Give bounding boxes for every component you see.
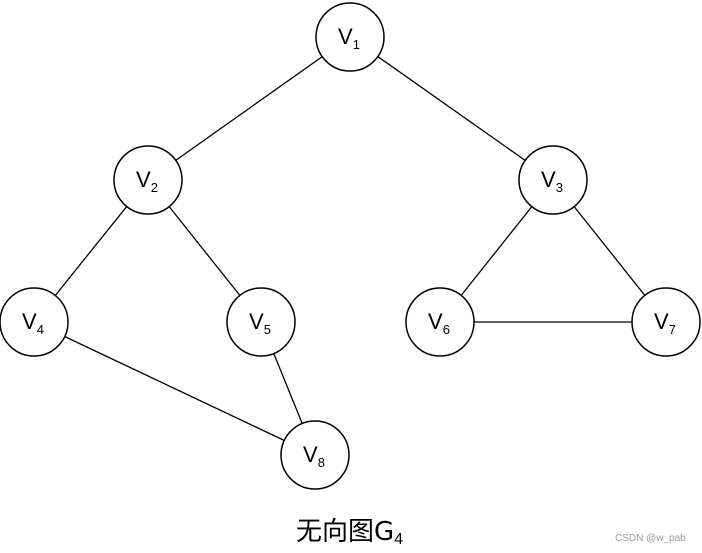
node-label-letter: V — [136, 167, 151, 192]
node-circle — [280, 420, 350, 490]
node-label-subscript: 7 — [669, 322, 676, 337]
node-circle — [113, 145, 183, 215]
node-label: V3 — [541, 167, 563, 195]
node-label-letter: V — [22, 309, 37, 334]
node-label: V1 — [338, 24, 360, 52]
node-label-subscript: 4 — [37, 322, 44, 337]
node-label-letter: V — [428, 309, 443, 334]
node-v1: V1 — [315, 2, 385, 72]
node-circle — [631, 287, 701, 357]
node-circle — [0, 287, 69, 357]
node-v5: V5 — [226, 287, 296, 357]
node-label-subscript: 1 — [353, 37, 360, 52]
node-label-letter: V — [249, 309, 264, 334]
node-circle — [405, 287, 475, 357]
node-label-letter: V — [303, 442, 318, 467]
node-label: V5 — [249, 309, 271, 337]
node-label: V6 — [428, 309, 450, 337]
node-circle — [518, 145, 588, 215]
node-v4: V4 — [0, 287, 69, 357]
node-label-subscript: 8 — [318, 455, 325, 470]
node-label-subscript: 6 — [443, 322, 450, 337]
node-circle — [315, 2, 385, 72]
node-label-subscript: 5 — [264, 322, 271, 337]
caption-main: 无向图G — [296, 517, 394, 547]
node-v7: V7 — [631, 287, 701, 357]
caption-subscript: 4 — [394, 531, 403, 548]
node-label: V7 — [654, 309, 676, 337]
node-v6: V6 — [405, 287, 475, 357]
watermark: CSDN @w_pab — [615, 533, 686, 544]
edge-v1-v2 — [147, 36, 351, 181]
node-label: V4 — [22, 309, 44, 337]
edge-v4-v8 — [33, 321, 316, 456]
node-circle — [226, 287, 296, 357]
edge-v1-v3 — [349, 36, 554, 181]
node-v3: V3 — [518, 145, 588, 215]
edges-layer — [33, 36, 667, 456]
node-label: V2 — [136, 167, 158, 195]
node-label-letter: V — [541, 167, 556, 192]
node-label-subscript: 3 — [556, 180, 563, 195]
node-v8: V8 — [280, 420, 350, 490]
node-label-subscript: 2 — [151, 180, 158, 195]
node-label: V8 — [303, 442, 325, 470]
node-v2: V2 — [113, 145, 183, 215]
node-label-letter: V — [654, 309, 669, 334]
diagram-caption: 无向图G4 — [296, 517, 403, 548]
node-label-letter: V — [338, 24, 353, 49]
